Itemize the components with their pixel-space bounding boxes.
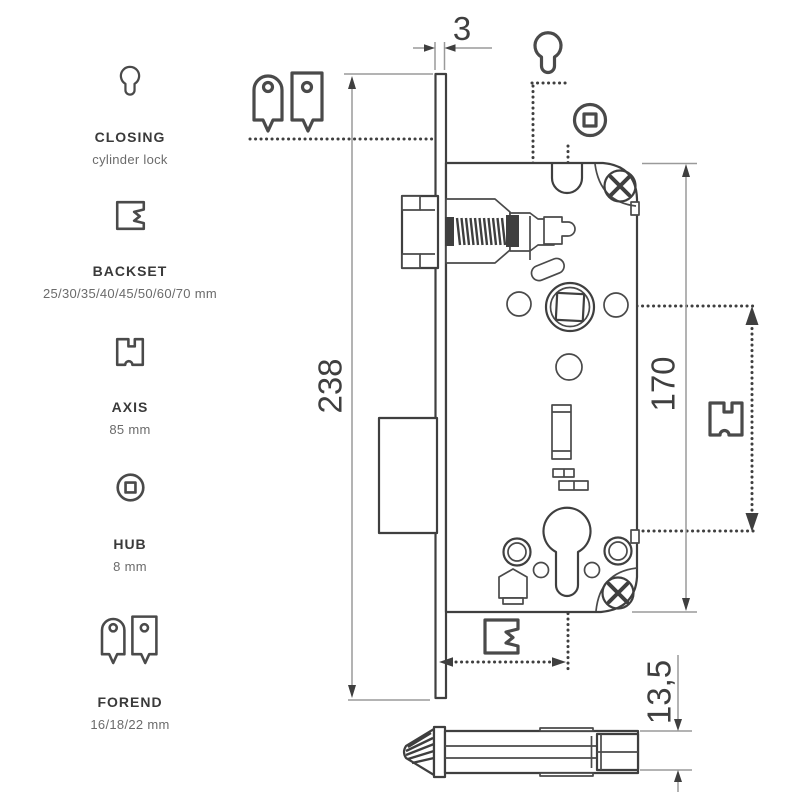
dim-backset-arrow [439, 657, 566, 667]
cylinder-cutout [502, 506, 633, 598]
legend-item-hub: HUB 8 mm [20, 471, 240, 574]
hub-icon [115, 473, 145, 502]
deadbolt [377, 416, 439, 535]
legend-value-closing: cylinder lock [92, 152, 168, 167]
faceplate [434, 72, 448, 700]
dim-body-height: 170 [632, 162, 697, 613]
dim-label-case-depth: 13,5 [641, 660, 678, 724]
axis-symbol [708, 401, 744, 437]
keeper-clip [498, 568, 528, 605]
legend-label-backset: BACKSET [92, 263, 168, 279]
forend-symbols [252, 71, 324, 133]
legend-item-backset: BACKSET 25/30/35/40/45/50/60/70 mm [20, 199, 240, 301]
legend-label-forend: FOREND [97, 694, 163, 710]
backset-icon [115, 200, 145, 231]
dim-label-faceplate-height: 238 [312, 358, 349, 413]
lock-case [444, 161, 640, 614]
lever-parts [551, 404, 589, 491]
spec-legend: CLOSING cylinder lock BACKSET 25/30/35/4… [20, 0, 240, 800]
screw-top-right-icon [603, 169, 637, 203]
legend-item-axis: AXIS 85 mm [20, 336, 240, 437]
forend-icon [100, 615, 158, 665]
legend-item-closing: CLOSING cylinder lock [20, 62, 240, 167]
hub-symbol [572, 102, 608, 138]
corner-screws [601, 169, 637, 610]
side-view [402, 725, 640, 779]
latch-spring [445, 215, 519, 247]
cylinder-keyhole-icon [119, 65, 141, 96]
axis-icon [115, 337, 145, 367]
legend-label-axis: AXIS [111, 399, 149, 415]
legend-value-forend: 16/18/22 mm [90, 717, 170, 732]
dim-label-body-height: 170 [645, 356, 682, 411]
cylinder-keyhole-symbol [533, 31, 563, 75]
dim-label-faceplate-thickness: 3 [453, 10, 471, 47]
legend-label-hub: HUB [113, 536, 147, 552]
screw-bottom-right-icon [601, 576, 635, 610]
legend-label-closing: CLOSING [94, 129, 166, 145]
legend-value-axis: 85 mm [109, 422, 151, 437]
latch-bolt [400, 194, 576, 282]
legend-item-forend: FOREND 16/18/22 mm [20, 611, 240, 732]
legend-value-hub: 8 mm [113, 559, 147, 574]
dim-faceplate-thickness: 3 [413, 10, 492, 70]
dim-faceplate-height: 238 [312, 73, 433, 701]
follower-slot [550, 163, 584, 195]
dim-axis-arrow [745, 306, 759, 532]
legend-value-backset: 25/30/35/40/45/50/60/70 mm [42, 286, 218, 301]
backset-symbol [483, 618, 520, 655]
dim-case-depth: 13,5 [640, 655, 692, 792]
hub-follower [506, 281, 629, 381]
